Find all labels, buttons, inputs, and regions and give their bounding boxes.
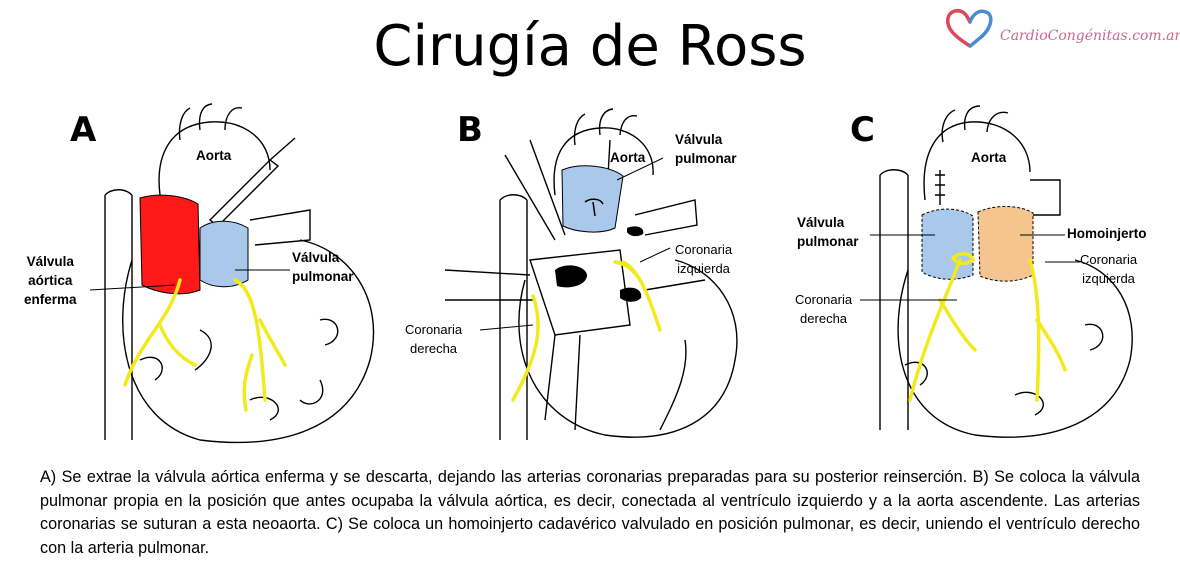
panel-b-heart-drawing	[444, 108, 738, 440]
panel-c-aorta-label: Aorta	[971, 150, 1007, 165]
panel-b: B Aorta Válvula pulmonar Coronaria izqui…	[405, 100, 805, 450]
right-coronary-artery	[123, 278, 182, 387]
left-coronary-artery	[1028, 258, 1041, 402]
panel-c: C Aorta Válvula pulmonar Homoinjerto Cor…	[775, 100, 1175, 450]
panel-a-heart-drawing	[89, 103, 375, 444]
page-title: Cirugía de Ross	[373, 14, 807, 79]
figure-caption: A) Se extrae la válvula aórtica enferma …	[40, 468, 1140, 557]
panel-c-letter: C	[850, 110, 875, 150]
panel-c-right-coronary-label: Coronaria derecha	[795, 292, 853, 326]
logo	[945, 9, 993, 48]
pulmonary-valve-autograft	[921, 208, 974, 280]
panel-a-pulmonary-valve-label: Válvula pulmonar	[292, 250, 354, 284]
right-coronary-artery	[908, 258, 962, 402]
homograft	[977, 206, 1034, 282]
panel-b-left-coronary-label: Coronaria izquierda	[675, 242, 733, 276]
panel-b-aorta-label: Aorta	[610, 150, 646, 165]
panel-c-heart-drawing	[860, 105, 1133, 438]
heart-icon	[945, 9, 993, 48]
panel-a: A Aorta Válvula aórtica enferma Válvula …	[20, 100, 420, 450]
panel-b-letter: B	[457, 110, 483, 150]
panel-a-letter: A	[70, 110, 97, 150]
panel-c-left-coronary-label: Coronaria izquierda	[1080, 252, 1138, 286]
panel-b-pulmonary-valve-label: Válvula pulmonar	[675, 132, 737, 166]
right-coronary-artery	[511, 294, 540, 402]
diseased-aortic-valve	[139, 194, 201, 295]
panel-c-homograft-label: Homoinjerto	[1067, 226, 1147, 241]
panel-c-pulmonary-valve-label: Válvula pulmonar	[797, 215, 859, 249]
logo-text: CardioCongénitas.com.ar	[1000, 28, 1180, 44]
left-coronary-artery	[233, 278, 267, 402]
panel-a-aorta-label: Aorta	[196, 148, 232, 163]
panel-b-right-coronary-label: Coronaria derecha	[405, 322, 463, 356]
pulmonary-valve	[199, 220, 249, 288]
panel-a-diseased-valve-label: Válvula aórtica enferma	[24, 254, 77, 307]
